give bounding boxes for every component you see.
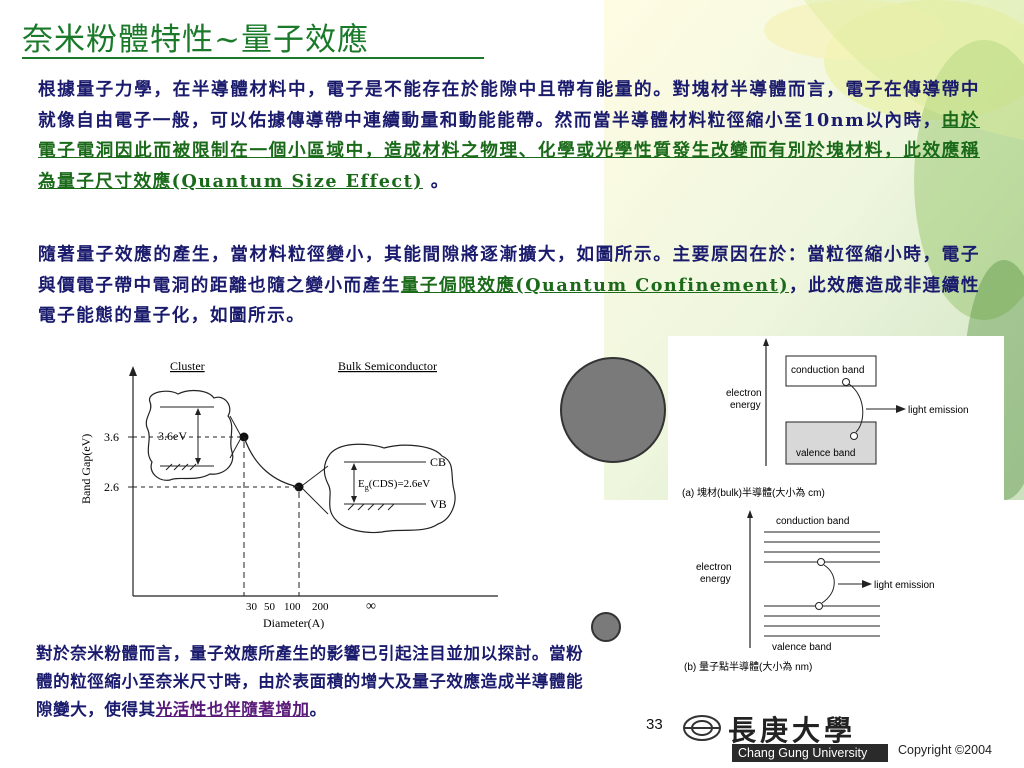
x-axis-label: Diameter(A) [263, 616, 324, 630]
cluster-gap-label: 3.6eV [158, 429, 187, 443]
top-energy-label-2: energy [730, 400, 761, 411]
band-gap-diagram-svg: 3.6 2.6 Band Gap(eV) Cluster Bulk Semico… [79, 359, 498, 630]
nano-particle-sphere [591, 612, 621, 642]
top-light-emission-label: light emission [908, 405, 969, 416]
vb-label: VB [430, 497, 447, 511]
xtick-30: 30 [246, 601, 258, 613]
paragraph1-emphasis: 由於電子電洞因此而被限制在一個小區域中，造成材料之物理、化學或光學性質發生改變而… [38, 109, 980, 192]
page-title: 奈米粉體特性~量子效應 [22, 22, 369, 58]
note-emphasis: 光活性也伴隨著增加 [155, 700, 310, 719]
note-text: 對於奈米粉體而言，量子效應所產生的影響已引起注目並加以探討。當粉體的粒徑縮小至奈… [36, 644, 584, 719]
note-tail: 。 [309, 700, 327, 719]
bottom-conduction-band-label: conduction band [776, 516, 849, 527]
paragraph1-tail: 。 [423, 170, 450, 192]
top-caption: (a) 塊材(bulk)半導體(大小為 cm) [682, 486, 825, 499]
top-energy-label-1: electron [726, 388, 762, 399]
ytick-2.6: 2.6 [104, 480, 119, 494]
bottom-caption: (b) 量子點半導體(大小為 nm) [684, 660, 812, 673]
paragraph-quantum-confinement: 隨著量子效應的產生，當材料粒徑變小，其能間隙將逐漸擴大，如圖所示。主要原因在於：… [38, 240, 980, 332]
cb-label: CB [430, 455, 446, 469]
university-name-english: Chang Gung University [732, 744, 888, 762]
summary-note: 對於奈米粉體而言，量子效應所產生的影響已引起注目並加以探討。當粉體的粒徑縮小至奈… [36, 640, 584, 724]
top-conduction-band-label: conduction band [791, 365, 864, 376]
energy-band-diagrams-svg: electron energy conduction band valence … [682, 338, 969, 673]
top-valence-band-label: valence band [796, 448, 856, 459]
cluster-label: Cluster [170, 359, 205, 373]
university-name-chinese: 長庚大學 [728, 714, 857, 747]
bottom-energy-label-2: energy [700, 574, 731, 585]
bottom-light-emission-label: light emission [874, 580, 935, 591]
bulk-particle-sphere [560, 357, 666, 463]
paragraph2-emphasis: 量子侷限效應(Quantum Confinement) [400, 274, 790, 296]
energy-band-diagrams: electron energy conduction band valence … [668, 336, 1004, 678]
ytick-3.6: 3.6 [104, 430, 119, 444]
bulk-semiconductor-label: Bulk Semiconductor [338, 359, 437, 373]
bottom-valence-band-label: valence band [772, 642, 832, 653]
band-gap-diagram: 3.6 2.6 Band Gap(eV) Cluster Bulk Semico… [78, 344, 568, 632]
xtick-infinity: ∞ [366, 599, 376, 614]
page-number: 33 [646, 716, 663, 733]
paragraph1-text: 根據量子力學，在半導體材料中，電子是不能存在於能隙中且帶有能量的。對塊材半導體而… [38, 79, 980, 131]
paragraph-quantum-size-effect: 根據量子力學，在半導體材料中，電子是不能存在於能隙中且帶有能量的。對塊材半導體而… [38, 75, 980, 197]
paragraph2-tail: ，此效應造成非連續性電子能態的量子化，如圖所示。 [38, 274, 980, 327]
copyright-notice: Copyright ©2004 [898, 743, 992, 757]
y-axis-label: Band Gap(eV) [79, 434, 93, 504]
paragraph2-text: 隨著量子效應的產生，當材料粒徑變小，其能間隙將逐漸擴大，如圖所示。主要原因在於：… [38, 244, 980, 296]
title-underline [22, 57, 484, 59]
university-logo-icon [683, 715, 721, 741]
xtick-50: 50 [264, 601, 276, 613]
xtick-100: 100 [284, 601, 301, 613]
eg-label: Eg(CDS)=2.6eV [358, 478, 430, 492]
xtick-200: 200 [312, 601, 329, 613]
bottom-energy-label-1: electron [696, 562, 732, 573]
